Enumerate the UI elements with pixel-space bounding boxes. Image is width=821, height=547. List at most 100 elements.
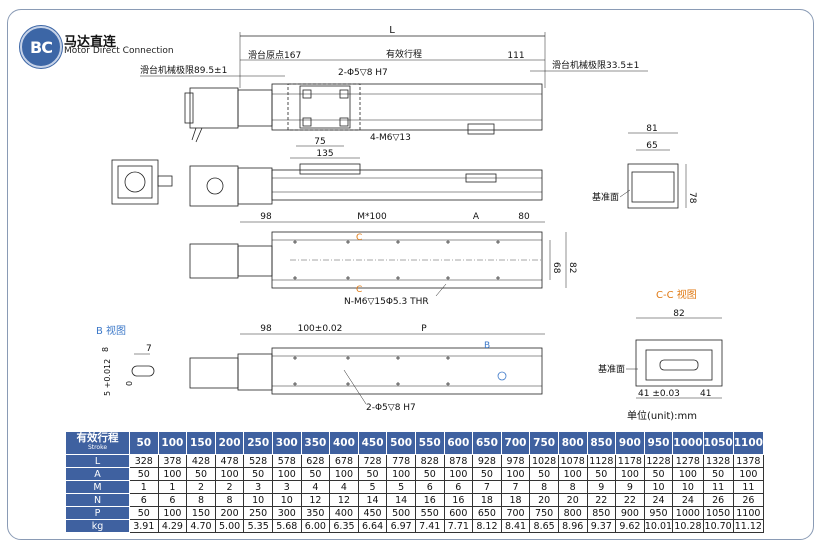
stroke-col-header: 750 [529,431,559,455]
table-cell: 100 [557,467,588,481]
table-cell: 8 [529,480,559,494]
table-cell: 6.35 [329,519,359,533]
b-view: B 视图 7 8 5 +0.012 0 [96,324,155,396]
table-cell: 50 [529,467,559,481]
stroke-col-header: 1050 [702,431,734,455]
table-cell: 50 [414,467,445,481]
table-cell: 16 [443,493,474,507]
table-cell: 1 [157,480,188,494]
table-cell: 628 [300,454,331,468]
table-cell: 1028 [529,454,559,468]
table-cell: 7.71 [443,519,474,533]
table-cell: 26 [732,493,764,507]
stroke-col-header: 250 [243,431,273,455]
tap-holes-label: 4-M6▽13 [370,133,411,143]
dim-100-tol: 100±0.02 [298,324,343,334]
table-cell: 350 [300,506,331,520]
stroke-col-header: 550 [414,431,445,455]
slider-origin-label: 滑台原点167 [248,49,301,61]
dim-98-b: 98 [260,324,272,334]
stroke-col-header: 850 [586,431,617,455]
table-cell: 3.91 [129,519,159,533]
stroke-col-header: 400 [329,431,359,455]
table-cell: 20 [557,493,588,507]
table-cell: 50 [300,467,331,481]
table-cell: 378 [157,454,188,468]
table-cell: 5.68 [271,519,302,533]
side-view: 98 M*100 A 80 C C 68 82 N-M6▽15Φ5.3 THR [189,212,577,307]
table-cell: 14 [357,493,388,507]
right-limit-label: 滑台机械极限33.5±1 [552,59,639,71]
table-cell: 1278 [672,454,704,468]
table-cell: 22 [615,493,645,507]
dim-41-tol: 41 ±0.03 [638,389,680,399]
table-cell: 1100 [732,506,764,520]
mark-B: B [484,341,490,351]
table-cell: 2 [214,480,245,494]
table-cell: 800 [557,506,588,520]
table-cell: 4 [300,480,331,494]
table-cell: 5 [357,480,388,494]
table-cell: 1050 [702,506,734,520]
table-cell: 150 [186,506,216,520]
dim-65: 65 [646,141,657,151]
table-cell: 18 [472,493,502,507]
stroke-col-header: 950 [643,431,674,455]
dim-75: 75 [314,137,325,147]
table-cell: 100 [500,467,531,481]
table-cell: 2 [186,480,216,494]
table-cell: 6.00 [300,519,331,533]
table-cell: 328 [129,454,159,468]
row-label: A [65,467,130,481]
effective-travel-label: 有效行程 [386,48,422,60]
table-cell: 6 [414,480,445,494]
table-cell: 10.28 [672,519,704,533]
top-view: L 滑台原点167 有效行程 111 滑台机械极限89.5±1 滑台机械极限33… [140,25,648,159]
table-cell: 450 [357,506,388,520]
technical-drawing: L 滑台原点167 有效行程 111 滑台机械极限89.5±1 滑台机械极限33… [96,25,723,413]
table-cell: 18 [500,493,531,507]
table-cell: 400 [329,506,359,520]
table-cell: 100 [732,467,764,481]
pin-hole-bottom-label: 2-Φ5▽8 H7 [366,403,416,413]
stroke-col-header: 50 [129,431,159,455]
table-cell: 50 [186,467,216,481]
mount-holes-label: N-M6▽15Φ5.3 THR [344,297,429,307]
table-cell: 24 [672,493,704,507]
table-cell: 6.97 [386,519,416,533]
dim-M100: M*100 [357,212,387,222]
table-cell: 16 [414,493,445,507]
table-cell: 50 [586,467,617,481]
table-cell: 700 [500,506,531,520]
table-cell: 5.35 [243,519,273,533]
table-cell: 10 [271,493,302,507]
table-cell: 928 [472,454,502,468]
pin-hole-top-label: 2-Φ5▽8 H7 [338,68,388,78]
table-cell: 10.70 [702,519,734,533]
unit-label: 单位(unit):mm [627,411,698,422]
row-label: P [65,506,130,520]
dim-78: 78 [687,192,697,204]
table-cell: 1128 [586,454,617,468]
table-cell: 14 [386,493,416,507]
dim-111: 111 [507,51,524,61]
dim-82-cc: 82 [673,309,684,319]
dim-P: P [421,324,427,334]
table-cell: 10 [672,480,704,494]
table-cell: 978 [500,454,531,468]
stroke-col-header: 150 [186,431,216,455]
table-cell: 11.12 [732,519,764,533]
bottom-view: 98 100±0.02 P B 2-Φ5▽8 H7 [189,324,545,413]
table-cell: 26 [702,493,734,507]
table-cell: 1378 [732,454,764,468]
dim-98: 98 [260,212,272,222]
row-label: kg [65,519,130,533]
stroke-col-header: 200 [214,431,245,455]
table-cell: 8 [186,493,216,507]
table-cell: 7 [472,480,502,494]
table-cell: 200 [214,506,245,520]
section-mark-C-top: C [356,233,362,243]
